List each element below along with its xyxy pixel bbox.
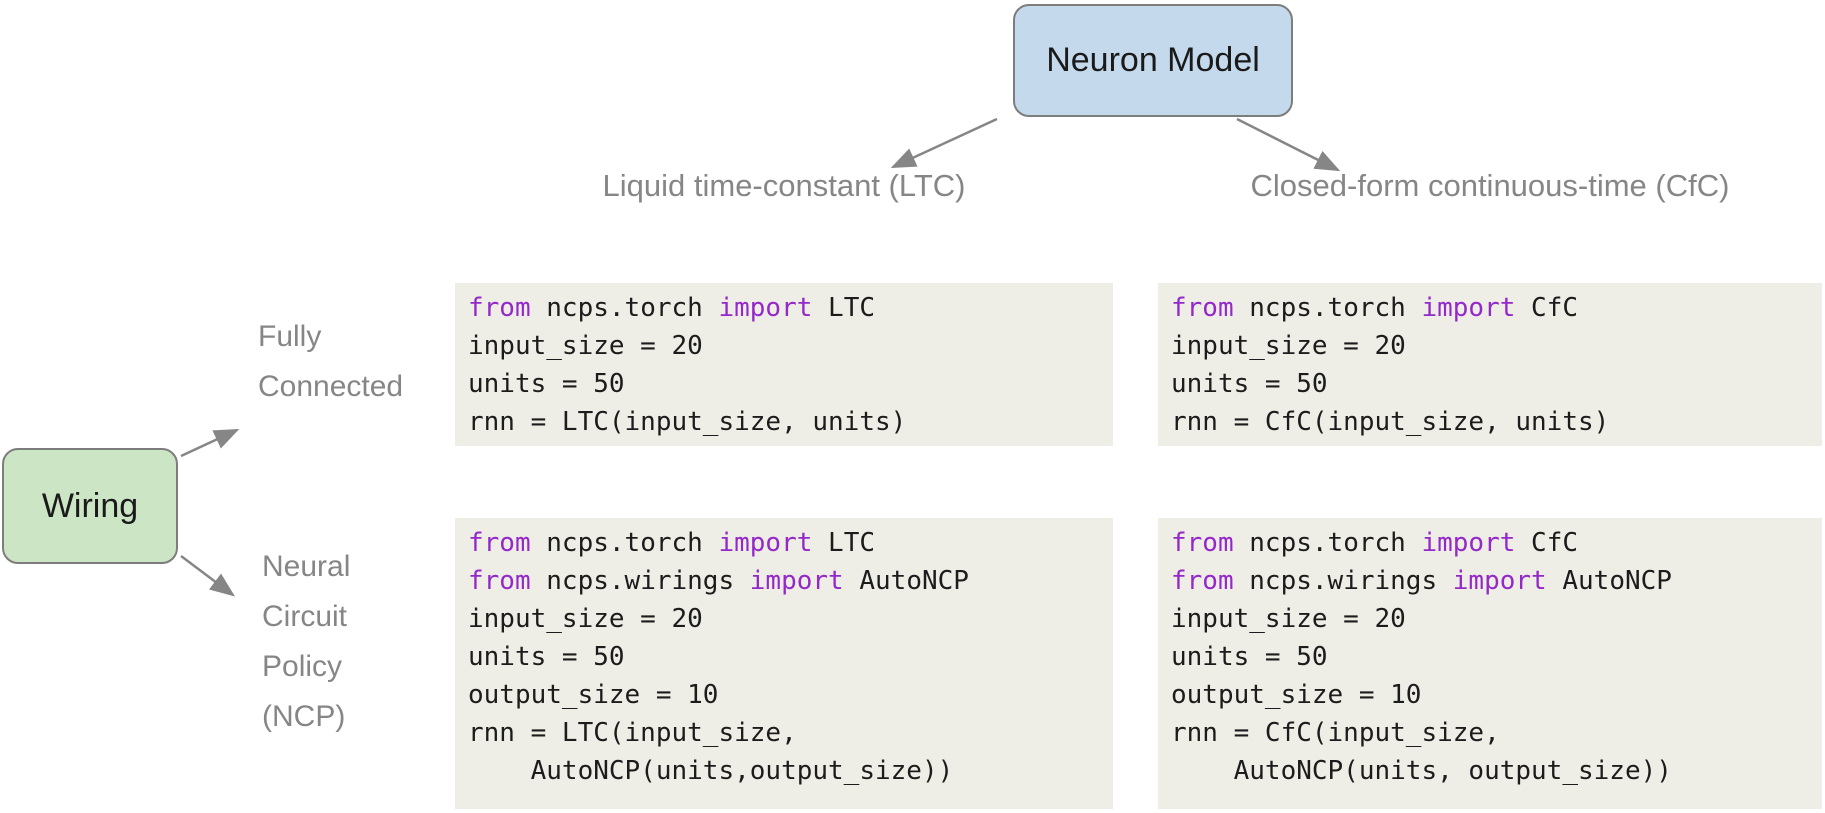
wiring-label: Wiring (41, 486, 139, 525)
row-label-ncp: Neural Circuit Policy (NCP) (262, 542, 350, 742)
arrow-wiring-to-fully-connected (180, 428, 240, 458)
code-block-cfc-ncp: from ncps.torch import CfC from ncps.wir… (1158, 518, 1822, 809)
row-label-fully-connected: Fully Connected (258, 312, 403, 412)
neuron-model-box: Neuron Model (1013, 4, 1293, 117)
row-label-line: Fully (258, 320, 322, 353)
row-label-line: Circuit (262, 600, 348, 633)
arrow-neuron-to-ltc (890, 117, 998, 169)
row-label-line: (NCP) (262, 700, 346, 733)
row-label-line: Neural (262, 550, 351, 583)
row-label-line: Connected (258, 370, 404, 403)
column-header-ltc: Liquid time-constant (LTC) (602, 168, 966, 203)
code-block-cfc-fully-connected: from ncps.torch import CfC input_size = … (1158, 283, 1822, 446)
code-block-ltc-ncp: from ncps.torch import LTC from ncps.wir… (455, 518, 1113, 809)
code-block-ltc-fully-connected: from ncps.torch import LTC input_size = … (455, 283, 1113, 446)
column-header-cfc: Closed-form continuous-time (CfC) (1250, 168, 1730, 203)
neuron-model-label: Neuron Model (1046, 41, 1260, 79)
arrow-wiring-to-ncp (180, 555, 235, 597)
wiring-box: Wiring (2, 448, 178, 564)
arrow-neuron-to-cfc (1236, 117, 1341, 172)
row-label-line: Policy (262, 650, 343, 683)
